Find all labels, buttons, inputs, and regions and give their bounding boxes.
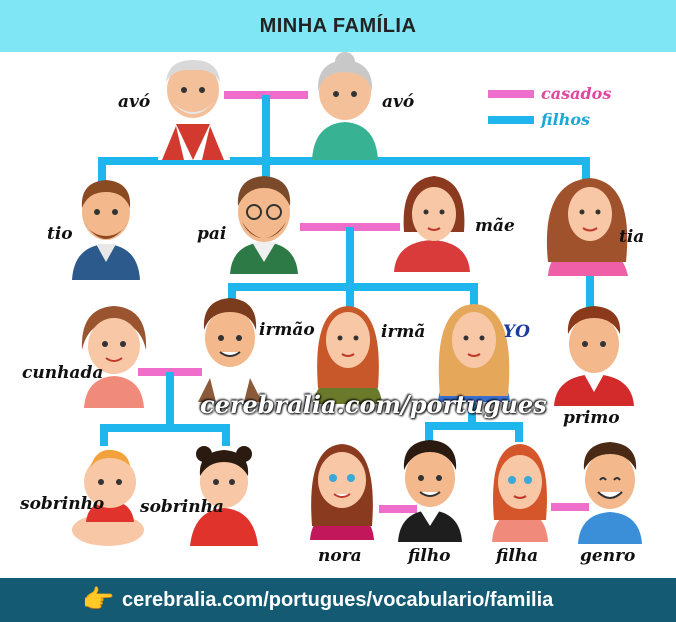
label-cousin: primo [563,408,620,428]
sister-portrait [314,306,382,404]
label-son-in-law: genro [580,546,636,566]
niece-portrait [190,446,258,546]
marriage-line-daughter [551,503,589,511]
label-me: YO [503,322,530,342]
footer-bar [0,578,676,622]
label-son: filho [408,546,451,566]
brother-portrait [196,298,264,402]
page-title: MINHA FAMÍLIA [259,15,417,37]
grandfather-portrait [158,60,230,160]
son-in-law-portrait [578,442,642,544]
uncle-portrait [72,180,140,280]
daughter-portrait [492,444,548,542]
label-uncle: tio [47,224,73,244]
legend-married-swatch [488,90,534,98]
label-sister-in-law: cunhada [22,363,104,383]
label-brother: irmão [259,320,315,340]
legend-children-label: filhos [541,110,591,129]
label-mother: mãe [475,216,515,236]
watermark-text: cerebralia.com/portugues [200,390,547,419]
nephew-portrait [72,449,144,546]
label-nephew: sobrinho [20,494,105,514]
children-lines [98,95,594,446]
label-niece: sobrinha [140,497,224,517]
label-daughter: filha [496,546,539,566]
grandmother-portrait [312,52,378,160]
legend-children-swatch [488,116,534,124]
label-daughter-in-law: nora [318,546,362,566]
daughter-in-law-portrait [310,444,374,540]
label-grandfather: avó [118,92,151,112]
footer-link[interactable]: cerebralia.com/portugues/vocabulario/fam… [122,589,554,611]
legend-married-label: casados [541,84,612,103]
sister-in-law-portrait [81,306,147,408]
father-portrait [230,176,298,274]
son-portrait [398,440,462,542]
label-father: pai [197,224,227,244]
header-bar [0,0,676,52]
mother-portrait [394,176,470,272]
pointing-hand-icon: 👉 [82,585,115,615]
aunt-portrait [546,178,628,276]
cousin-portrait [554,306,634,406]
label-sister: irmã [381,322,426,342]
label-grandmother: avó [382,92,415,112]
label-aunt: tia [619,227,645,247]
me-portrait [438,304,510,402]
marriage-line-son [379,505,417,513]
